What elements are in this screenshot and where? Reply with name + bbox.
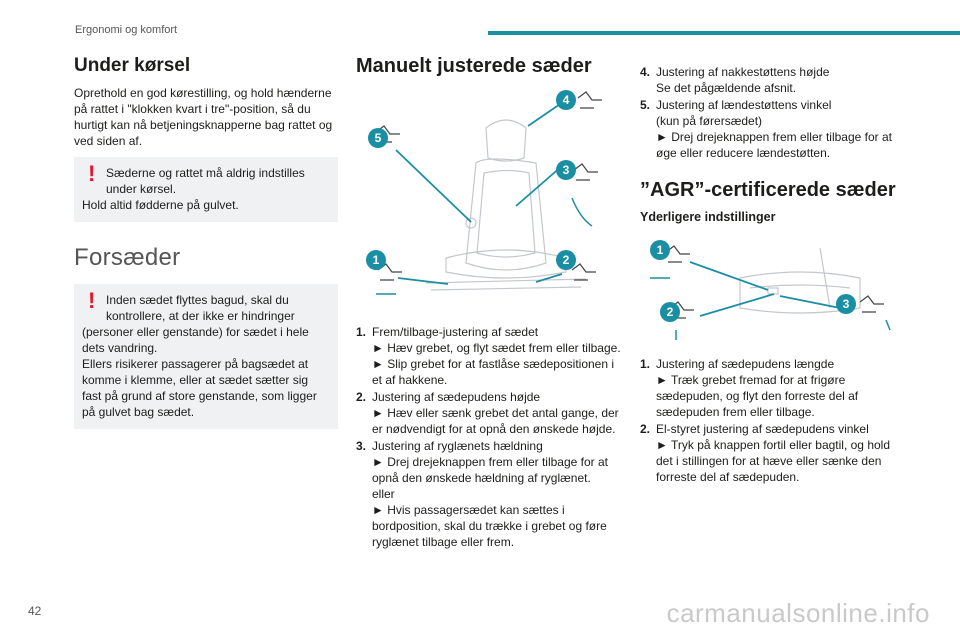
seat-diagram xyxy=(375,91,602,295)
paragraph-driving-position: Oprethold en god kørestilling, og hold h… xyxy=(74,86,333,148)
warning-box-driving: ! Sæderne og rattet må aldrig indstilles… xyxy=(74,157,338,222)
column-left: Under kørsel Oprethold en god kørestilli… xyxy=(74,55,338,439)
page-number: 42 xyxy=(28,604,42,618)
warning-exclamation-icon: ! xyxy=(88,288,96,313)
callout-badge-1: 1 xyxy=(366,250,386,270)
list-item: 2. El-styret justering af sædepudens vin… xyxy=(640,422,891,484)
seat-illustration-agr: 1 2 3 xyxy=(640,238,902,342)
seat-illustration-manual: 5 4 3 1 2 xyxy=(356,88,622,310)
callout-badge-3: 3 xyxy=(556,160,576,180)
section-title-manual-seats: Manuelt justerede sæder xyxy=(356,55,592,77)
running-header: Ergonomi og komfort xyxy=(75,24,178,36)
watermark: carmanualsonline.info xyxy=(666,598,930,628)
callout-badge-5: 5 xyxy=(368,128,388,148)
warning-text: (personer eller genstande) for sædet i h… xyxy=(82,325,309,355)
warning-box-seats: ! Inden sædet flyttes bagud, skal du kon… xyxy=(74,284,338,429)
callout-badge-2: 2 xyxy=(556,250,576,270)
list-item: 5. Justering af lændestøttens vinkel (ku… xyxy=(640,98,892,160)
callout-badge-4: 4 xyxy=(556,90,576,110)
warning-exclamation-icon: ! xyxy=(88,161,96,186)
agr-seat-diagram xyxy=(650,245,891,340)
manual-seat-steps: 1. Frem/tilbage-justering af sædet ► Hæv… xyxy=(356,324,622,550)
header-accent-bar xyxy=(488,31,960,35)
list-item: 1. Frem/tilbage-justering af sædet ► Hæv… xyxy=(356,325,621,387)
list-item: 4. Justering af nakkestøttens højde Se d… xyxy=(640,65,830,95)
column-right: 4. Justering af nakkestøttens højde Se d… xyxy=(640,64,902,486)
agr-seat-steps: 1. Justering af sædepudens længde ► Træk… xyxy=(640,356,902,485)
column-middle: Manuelt justerede sæder xyxy=(356,55,622,551)
callout-badge-2: 2 xyxy=(660,302,680,322)
section-title-under-korsel: Under kørsel xyxy=(74,55,191,76)
warning-text: Hold altid fødderne på gulvet. xyxy=(82,198,239,212)
warning-text: Sæderne og rattet må aldrig indstilles u… xyxy=(106,166,305,196)
callout-badge-3: 3 xyxy=(836,294,856,314)
list-item: 2. Justering af sædepudens højde ► Hæv e… xyxy=(356,390,619,436)
warning-text: Inden sædet flyttes bagud, skal du kontr… xyxy=(106,293,295,323)
subtitle-additional-settings: Yderligere indstillinger xyxy=(640,210,776,224)
manual-seat-steps-continued: 4. Justering af nakkestøttens højde Se d… xyxy=(640,64,902,161)
callout-badge-1: 1 xyxy=(650,240,670,260)
list-item: 1. Justering af sædepudens længde ► Træk… xyxy=(640,357,859,419)
section-title-agr-seats: ”AGR”-certificerede sæder xyxy=(640,179,896,201)
list-item: 3. Justering af ryglænets hældning ► Dre… xyxy=(356,439,608,549)
section-title-forsaeder: Forsæder xyxy=(74,244,181,271)
warning-text: Ellers risikerer passagerer på bagsædet … xyxy=(82,357,317,419)
